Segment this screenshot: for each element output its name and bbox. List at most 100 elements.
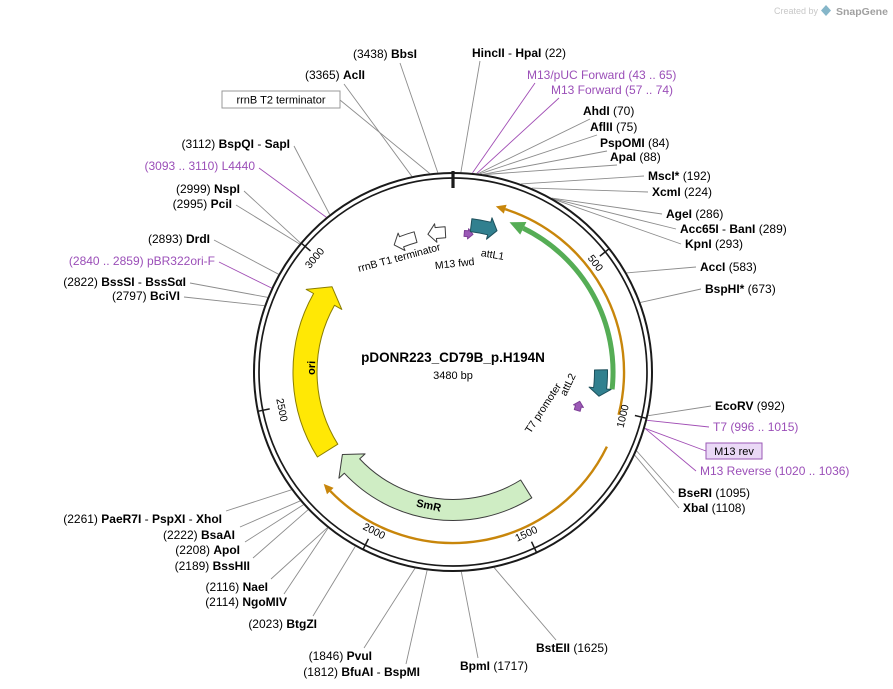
- callout-aflii[interactable]: AflII (75): [590, 120, 637, 134]
- callout-naei[interactable]: (2116) NaeI: [206, 580, 269, 594]
- orf-arc-right[interactable]: [495, 204, 626, 416]
- callout-bsshii[interactable]: (2189) BssHII: [175, 559, 250, 573]
- tick-mark-3000: [300, 242, 311, 252]
- callout-bfuai[interactable]: (1812) BfuAI - BspMI: [303, 665, 420, 679]
- callout-line: [476, 97, 560, 174]
- orf-arc-bottom[interactable]: [323, 446, 608, 545]
- rrnb-t2-terminator-arrow[interactable]: [427, 223, 447, 243]
- callout-line: [484, 164, 618, 175]
- callout-xbai[interactable]: XbaI (1108): [683, 501, 745, 515]
- attl1-site-arrow[interactable]: [469, 217, 498, 240]
- callout-line: [472, 82, 536, 174]
- smr-gene-arrow[interactable]: [338, 453, 533, 521]
- callout-bsaai[interactable]: (2222) BsaAI: [163, 528, 235, 542]
- callout-apai[interactable]: ApaI (88): [610, 150, 661, 164]
- tick-mark-2500: [257, 408, 270, 413]
- callout-agei[interactable]: AgeI (286): [666, 207, 723, 221]
- plasmid-size: 3480 bp: [433, 370, 473, 382]
- callout-bspqi[interactable]: (3112) BspQI - SapI: [182, 137, 291, 151]
- callout-acc65i[interactable]: Acc65I - BanI (289): [680, 222, 787, 236]
- m13-fwd-primer-arrow[interactable]: [463, 228, 474, 240]
- t7-m13rev-primer-bar[interactable]: [573, 400, 584, 412]
- callout-apoi[interactable]: (2208) ApoI: [175, 543, 240, 557]
- ori-label[interactable]: ori: [306, 361, 318, 375]
- callout-acli[interactable]: (3365) AclI: [305, 68, 365, 82]
- callout-acci[interactable]: AccI (583): [700, 260, 757, 274]
- ori-arrow[interactable]: [292, 286, 343, 458]
- smr-label[interactable]: SmR: [415, 498, 442, 515]
- callout--2840-2859-pbr322ori-f[interactable]: (2840 .. 2859) pBR322ori-F: [69, 254, 215, 268]
- callout-line: [460, 60, 481, 173]
- cd79b-cds-arc[interactable]: [509, 222, 616, 390]
- callout-paer7i[interactable]: (2261) PaeR7I - PspXI - XhoI: [63, 512, 222, 526]
- callout-line: [339, 99, 430, 174]
- attl1-label[interactable]: attL1: [480, 247, 505, 263]
- callout-line: [343, 83, 413, 177]
- callout-line: [531, 187, 649, 193]
- attl2-site-arrow[interactable]: [588, 369, 612, 397]
- tick-label-2000: 2000: [361, 521, 387, 542]
- callout-line: [483, 150, 608, 175]
- callout-m13-puc-forward-43-65-[interactable]: M13/pUC Forward (43 .. 65): [527, 68, 676, 82]
- callout-ngomiv[interactable]: (2114) NgoMIV: [205, 595, 287, 609]
- t7-promoter-label[interactable]: T7 promoter: [523, 381, 564, 436]
- callout--3093-3110-l4440[interactable]: (3093 .. 3110) L4440: [144, 159, 255, 173]
- callout-line: [213, 239, 279, 275]
- tick-label-1000: 1000: [615, 403, 632, 429]
- callout-line: [183, 296, 265, 307]
- callout-kpni[interactable]: KpnI (293): [685, 237, 743, 251]
- svg-text:M13 rev: M13 rev: [714, 446, 754, 458]
- callout-nspi[interactable]: (2999) NspI: [176, 182, 240, 196]
- attl2-label[interactable]: attL2: [558, 371, 579, 397]
- callout-line: [225, 489, 292, 512]
- callout-line: [648, 405, 712, 417]
- m13-fwd-label[interactable]: M13 fwd: [434, 256, 475, 272]
- svg-text:rrnB T2 terminator: rrnB T2 terminator: [236, 95, 325, 107]
- callout-bbsi[interactable]: (3438) BbsI: [353, 47, 417, 61]
- callout-line: [636, 450, 675, 494]
- callout-m13-forward-57-74-[interactable]: M13 Forward (57 .. 74): [551, 83, 673, 97]
- callout-hincii[interactable]: HincII - HpaI (22): [472, 46, 566, 60]
- rrnb-t2-terminator-boxed-label[interactable]: rrnB T2 terminator: [221, 90, 341, 109]
- callout-line: [634, 455, 680, 509]
- callout-line: [270, 527, 328, 580]
- callout-m13-reverse-1020-1036-[interactable]: M13 Reverse (1020 .. 1036): [700, 464, 849, 478]
- callout-line: [252, 509, 309, 559]
- callout-t7-996-1015-[interactable]: T7 (996 .. 1015): [713, 420, 798, 434]
- callout-bsteii[interactable]: BstEII (1625): [536, 641, 608, 655]
- callout-xcmi[interactable]: XcmI (224): [652, 185, 712, 199]
- callout-drdi[interactable]: (2893) DrdI: [148, 232, 210, 246]
- callout-pcii[interactable]: (2995) PciI: [173, 197, 232, 211]
- rrnb-t1-terminator-arrow[interactable]: [393, 231, 418, 251]
- callout-bseri[interactable]: BseRI (1095): [678, 486, 750, 500]
- callout-bpmi[interactable]: BpmI (1717): [460, 659, 528, 673]
- callout-bsssi[interactable]: (2822) BssSI - BssSαI: [63, 275, 186, 289]
- callout-line: [218, 261, 272, 289]
- callout-line: [312, 546, 356, 617]
- callout-line: [293, 145, 331, 215]
- callout-btgzi[interactable]: (2023) BtgZI: [248, 617, 317, 631]
- watermark: Created by SnapGene: [774, 5, 888, 18]
- callout-pspomi[interactable]: PspOMI (84): [600, 136, 669, 150]
- callout-line: [189, 282, 268, 298]
- callout-bsphi[interactable]: BspHI* (673): [705, 282, 776, 296]
- watermark-prefix: Created by: [774, 6, 819, 16]
- callout-line: [553, 198, 682, 245]
- tick-label-2500: 2500: [273, 397, 289, 422]
- callout-line: [644, 427, 697, 472]
- callout-line: [283, 527, 329, 595]
- callout-msci[interactable]: MscI* (192): [648, 169, 711, 183]
- callout-bcivi[interactable]: (2797) BciVI: [112, 289, 180, 303]
- callout-line: [479, 134, 598, 175]
- m13-rev-boxed-label[interactable]: M13 rev: [705, 442, 763, 460]
- plasmid-map-render-root: 50010001500200025003000oriSmRattL1attL2M…: [63, 46, 849, 679]
- callout-ahdi[interactable]: AhdI (70): [583, 104, 634, 118]
- tick-label-500: 500: [585, 253, 605, 274]
- callout-line: [235, 204, 300, 245]
- callout-pvui[interactable]: (1846) PvuI: [309, 649, 372, 663]
- callout-ecorv[interactable]: EcoRV (992): [715, 399, 785, 413]
- callout-line: [552, 198, 677, 230]
- callout-line: [626, 266, 697, 274]
